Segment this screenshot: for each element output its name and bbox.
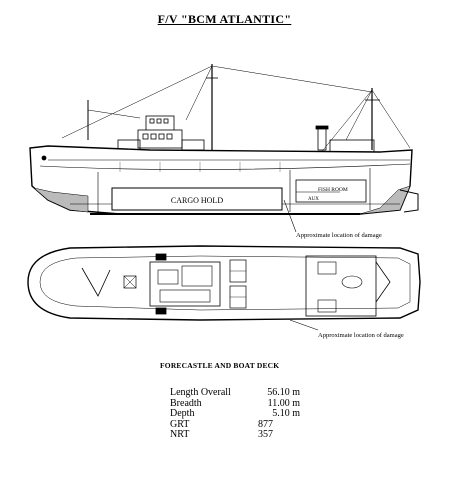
deck-plan-outline [27,245,421,321]
section-title: FORECASTLE AND BOAT DECK [160,361,280,370]
cargo-hold-label: CARGO HOLD [171,196,223,205]
damage-leader-profile [283,199,297,233]
damage-label-plan: Approximate location of damage [318,332,404,339]
plan-view [27,245,421,331]
damage-leader-plan [289,319,319,331]
aft-deckhouse [329,139,375,153]
damage-label-profile: Approximate location of damage [296,232,382,239]
aux-label: AUX [308,197,319,202]
boat-deck [305,255,377,317]
drawing-title: F/V "BCM ATLANTIC" [157,12,292,26]
deckhouse-plan [149,261,221,307]
profile-view [29,64,419,233]
cargo-hold [111,187,283,211]
fish-room [295,179,367,203]
fish-room-label: FISH ROOM [318,187,348,193]
wheelhouse [117,115,205,151]
funnel [317,127,327,151]
rigging [61,65,411,161]
